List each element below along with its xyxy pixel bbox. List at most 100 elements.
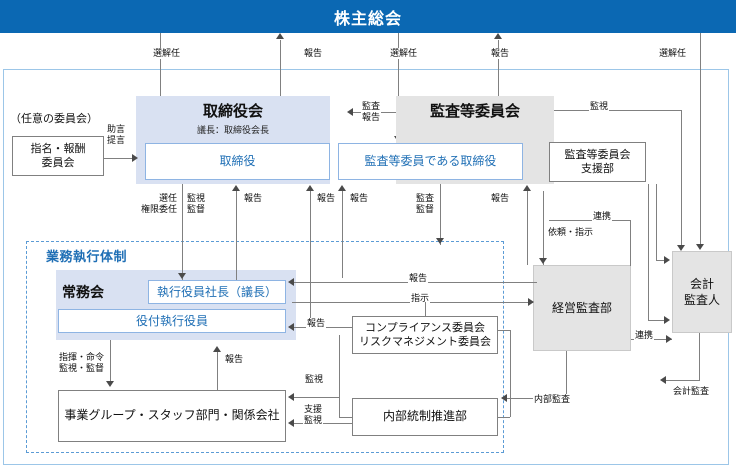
label-internal-audit: 内部監査 bbox=[533, 394, 572, 405]
label-monitor-2: 監視 bbox=[304, 374, 325, 385]
president-box[interactable]: 執行役員社長（議長） bbox=[148, 280, 286, 304]
audit-committee-director-box[interactable]: 監査等委員である取締役 bbox=[338, 143, 523, 180]
line-accounting-audit-v bbox=[699, 333, 700, 380]
arrow-command-down bbox=[106, 381, 114, 387]
label-report-2: 報告 bbox=[490, 48, 511, 59]
label-instruct: 指示 bbox=[410, 293, 431, 304]
shareholders-meeting-banner: 株主総会 bbox=[0, 0, 736, 33]
line-advice bbox=[104, 158, 136, 159]
arrow-report2-up bbox=[494, 33, 502, 39]
line-compliance-internal bbox=[339, 335, 340, 417]
management-audit-dept-box[interactable]: 経営監査部 bbox=[533, 265, 631, 351]
label-appoint-delegate: 選任 権限委任 bbox=[140, 193, 179, 215]
audit-committee-title: 監査等委員会 bbox=[429, 103, 520, 120]
arrow-report1-up bbox=[276, 33, 284, 39]
line-compliance-top bbox=[425, 302, 426, 316]
arrow-request-instruct-down bbox=[539, 258, 547, 264]
label-appoint-dismiss-3: 選解任 bbox=[658, 48, 688, 59]
line-report2 bbox=[498, 40, 499, 143]
line-request-instruct bbox=[543, 191, 544, 265]
line-internal-link bbox=[339, 417, 352, 418]
line-accounting-audit-h bbox=[664, 380, 700, 381]
line-report4 bbox=[310, 191, 311, 319]
label-request-instruct: 依頼・指示 bbox=[547, 227, 595, 238]
arrow-right-corridor2 bbox=[664, 316, 670, 324]
label-report-5: 報告 bbox=[349, 193, 370, 204]
arrow-support-monitor-left bbox=[288, 419, 294, 427]
label-report-9: 報告 bbox=[224, 354, 245, 365]
line-right-corridor-2 bbox=[648, 184, 649, 320]
arrow-report7-left bbox=[288, 278, 294, 286]
line-report5 bbox=[342, 191, 343, 278]
line-command bbox=[110, 340, 111, 384]
line-report1 bbox=[280, 40, 281, 143]
arrow-report9-up bbox=[213, 346, 221, 352]
internal-control-dept-box[interactable]: 内部統制推進部 bbox=[352, 398, 498, 436]
line-report3 bbox=[236, 191, 237, 280]
director-box[interactable]: 取締役 bbox=[145, 143, 330, 180]
business-groups-box[interactable]: 事業グループ・スタッフ部門・関係会社 bbox=[58, 390, 286, 442]
arrow-appoint3-down bbox=[696, 244, 704, 250]
line-right-corridor-1h bbox=[656, 260, 668, 261]
arrow-monitor2-left bbox=[288, 393, 294, 401]
compliance-risk-committee-box[interactable]: コンプライアンス委員会 リスクマネジメント委員会 bbox=[352, 316, 498, 354]
arrow-right-corridor1 bbox=[664, 256, 670, 264]
business-execution-frame bbox=[26, 241, 504, 453]
business-execution-title: 業務執行体制 bbox=[46, 249, 128, 264]
line-cooperation1-h bbox=[549, 220, 630, 221]
label-cooperation-1: 連携 bbox=[592, 211, 613, 222]
arrow-internal-audit-left bbox=[501, 394, 507, 402]
arrow-instruct-right bbox=[528, 298, 534, 306]
label-report-3: 報告 bbox=[243, 193, 264, 204]
label-appoint-dismiss-1: 選解任 bbox=[152, 48, 182, 59]
executive-committee-title: 常務会 bbox=[62, 284, 104, 300]
label-advice-proposal: 助言 提言 bbox=[106, 124, 127, 146]
arrow-advice-right bbox=[132, 154, 138, 162]
line-internal-right bbox=[498, 417, 510, 418]
line-internal-audit-v bbox=[566, 351, 567, 398]
line-report9 bbox=[217, 352, 218, 390]
board-chair-note: 議長：取締役会長 bbox=[196, 125, 269, 135]
senior-executive-officers-box[interactable]: 役付執行役員 bbox=[58, 309, 286, 333]
arrow-cooperation2-right bbox=[666, 335, 672, 343]
label-report-6: 報告 bbox=[490, 193, 511, 204]
line-monitor-top-v bbox=[681, 110, 682, 246]
line-report6 bbox=[527, 191, 528, 265]
line-compliance-right-v bbox=[510, 330, 511, 417]
arrow-report8-left bbox=[288, 323, 294, 331]
arrow-report5-up bbox=[338, 185, 346, 191]
label-report-4: 報告 bbox=[316, 193, 337, 204]
label-support-monitor: 支援 監視 bbox=[303, 404, 324, 426]
label-report-8: 報告 bbox=[306, 318, 327, 329]
label-audit-report: 監査 報告 bbox=[361, 101, 382, 123]
arrow-appoint-delegate-down bbox=[178, 273, 186, 279]
arrow-report4-up bbox=[306, 185, 314, 191]
line-appoint-delegate bbox=[182, 184, 183, 280]
line-monitor2-h bbox=[292, 397, 340, 398]
label-audit-supervise: 監査 監督 bbox=[415, 193, 436, 215]
arrow-accounting-audit-left bbox=[660, 376, 666, 384]
arrow-audit-supervise-down bbox=[436, 238, 444, 244]
arrow-audit-report-left bbox=[347, 108, 353, 116]
line-right-corridor-1 bbox=[656, 184, 657, 260]
arrow-report3-up bbox=[232, 185, 240, 191]
line-right-corridor-2h bbox=[648, 320, 668, 321]
optional-committee-label: （任意の委員会） bbox=[10, 113, 98, 125]
line-appoint3 bbox=[700, 33, 701, 245]
accounting-auditor-box[interactable]: 会計 監査人 bbox=[672, 251, 732, 333]
arrow-report6-up bbox=[523, 185, 531, 191]
line-compliance-right bbox=[498, 330, 510, 331]
audit-support-dept-box[interactable]: 監査等委員会 支援部 bbox=[549, 142, 646, 182]
label-monitor-top: 監視 bbox=[589, 101, 610, 112]
line-appoint1 bbox=[160, 33, 161, 143]
line-monitor-top-h bbox=[554, 110, 682, 111]
label-report-7: 報告 bbox=[408, 273, 429, 284]
line-appoint2 bbox=[398, 33, 399, 143]
label-appoint-dismiss-2: 選解任 bbox=[389, 48, 419, 59]
label-supervise-monitor: 監視 監督 bbox=[186, 193, 207, 215]
board-of-directors-title: 取締役会 bbox=[202, 103, 263, 120]
nomination-compensation-committee-box[interactable]: 指名・報酬 委員会 bbox=[12, 136, 104, 176]
label-report-1: 報告 bbox=[303, 48, 324, 59]
label-command-supervise: 指揮・命令 監視・監督 bbox=[58, 352, 106, 374]
